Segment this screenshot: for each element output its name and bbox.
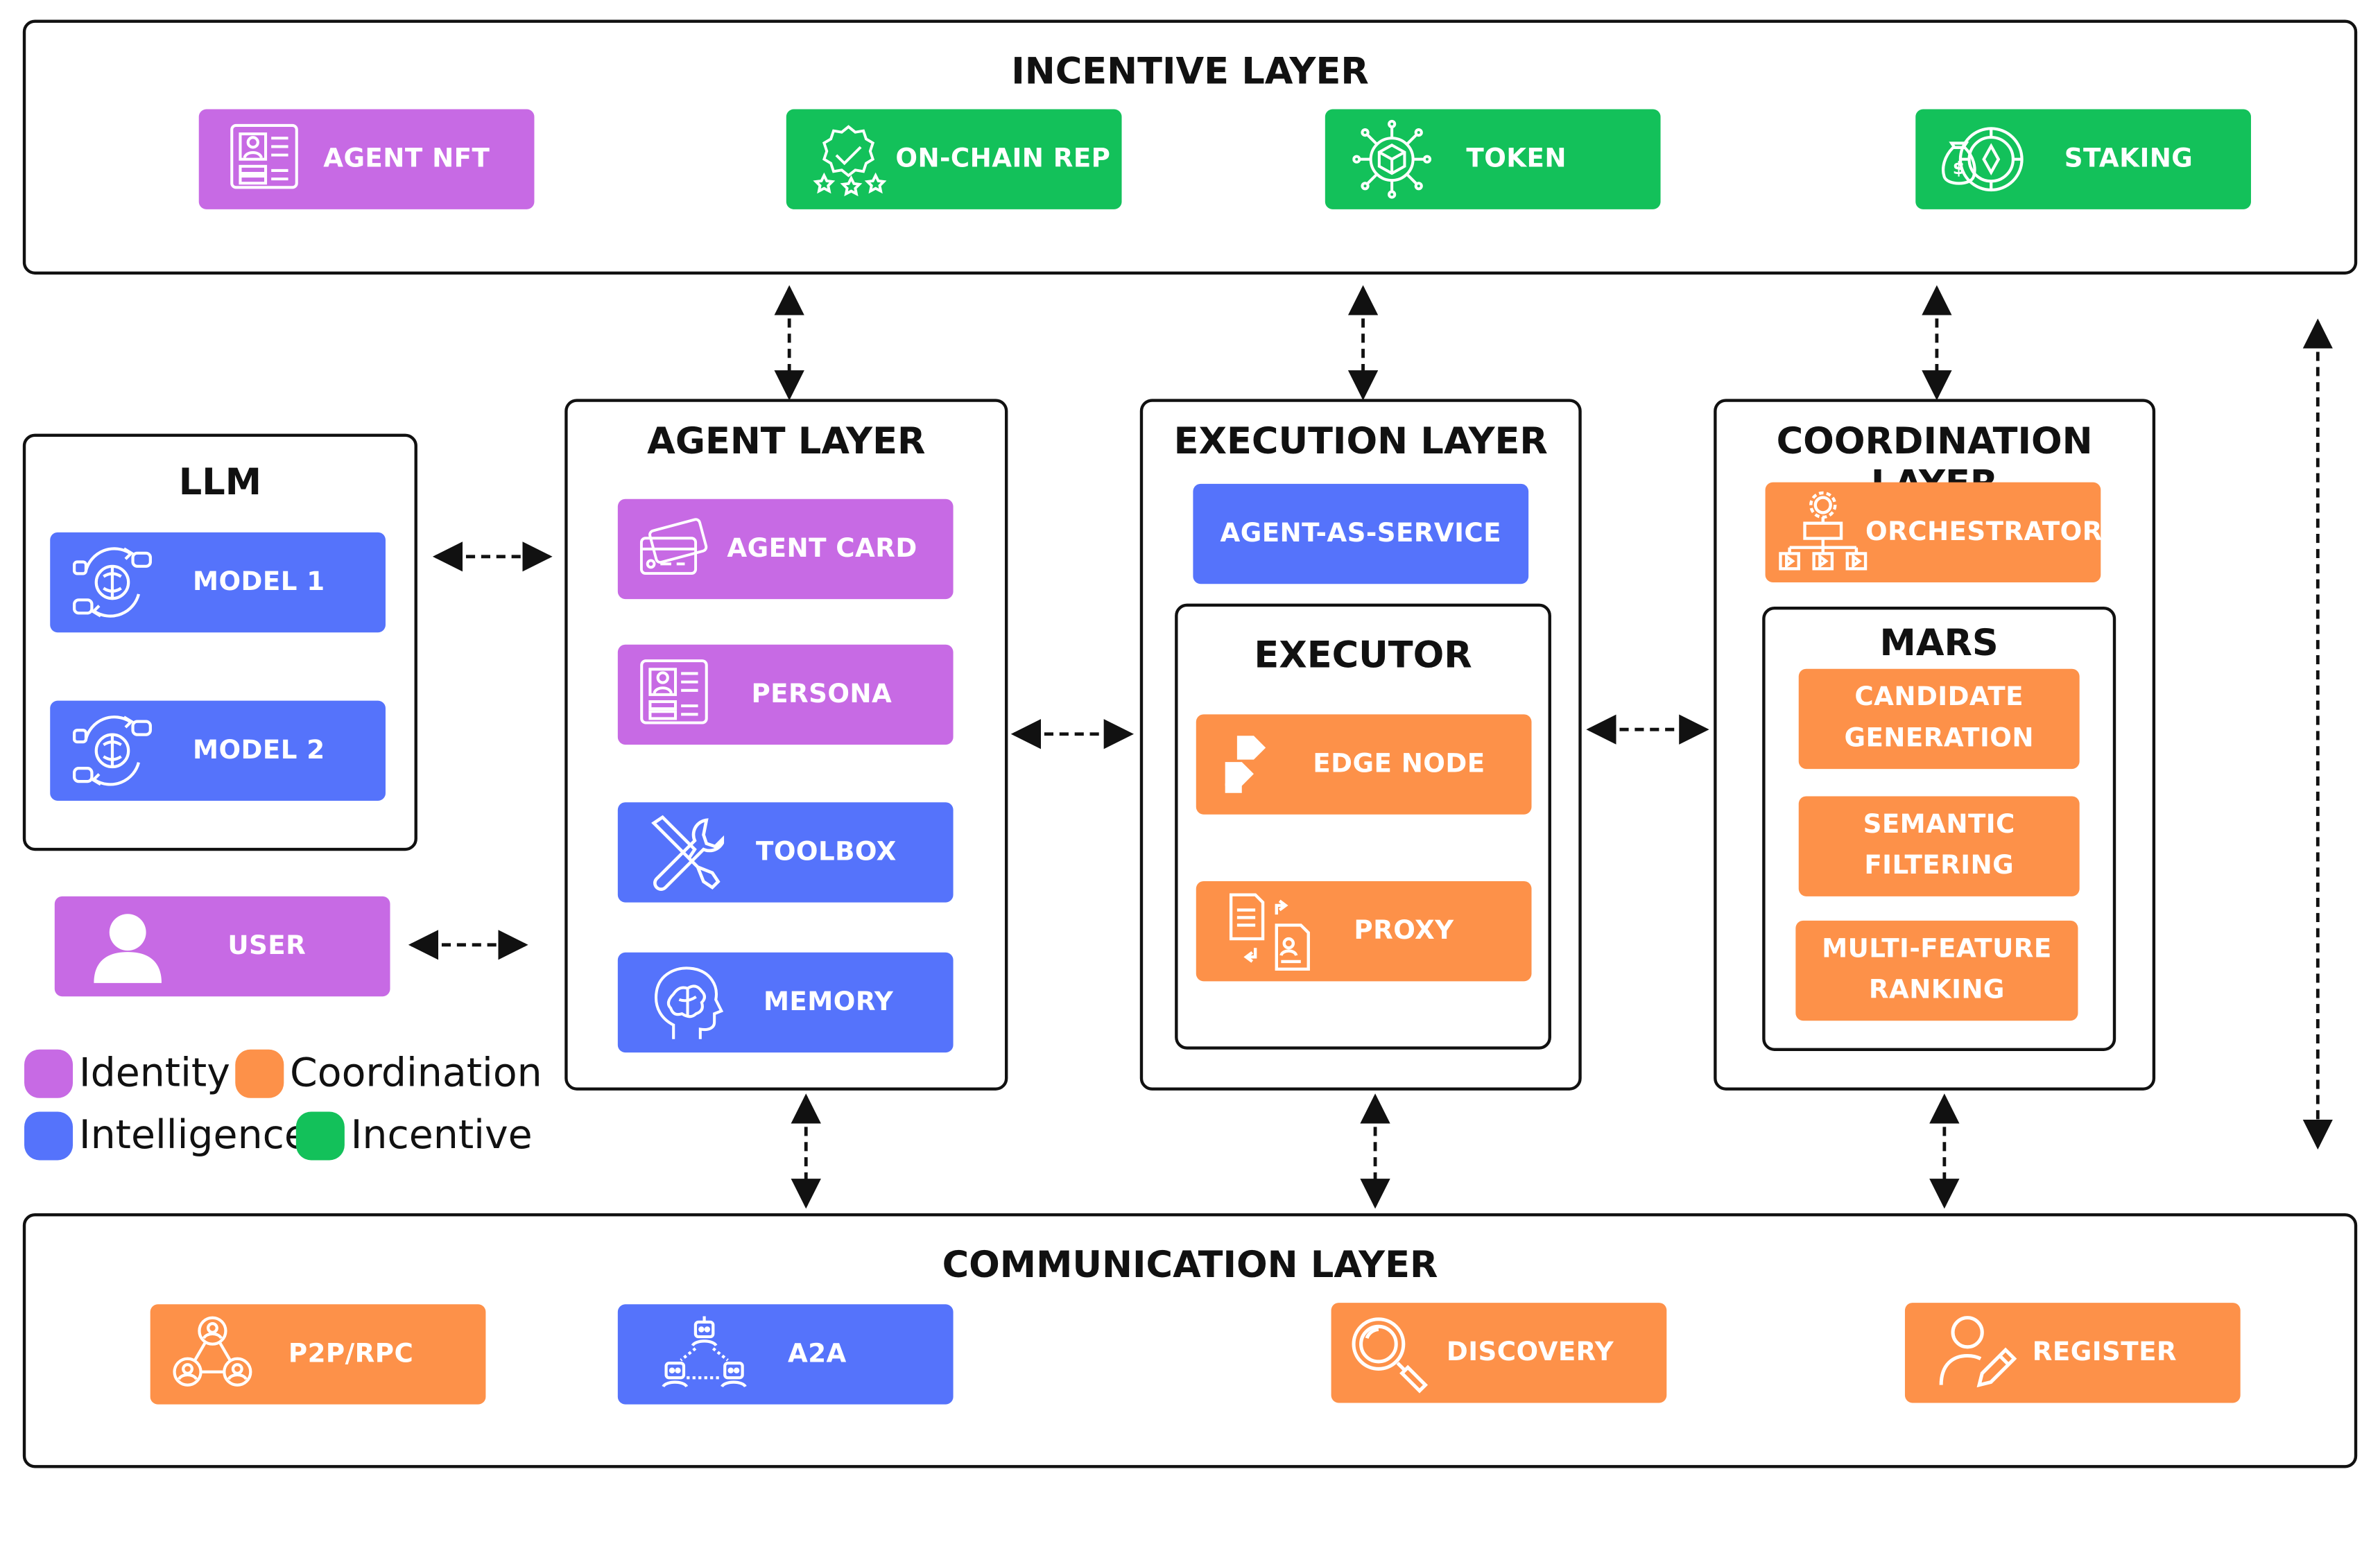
credit-card-icon xyxy=(639,518,708,575)
agent-card-label: AGENT CARD xyxy=(727,534,917,564)
memory-label: MEMORY xyxy=(763,987,894,1018)
document-exchange-icon xyxy=(1229,893,1310,971)
candidate-generation-box[interactable]: CANDIDATE GENERATION xyxy=(1798,668,2080,770)
model-1-box[interactable]: MODEL 1 xyxy=(50,532,386,633)
orchestrator-label: ORCHESTRATOR xyxy=(1865,517,2103,548)
llm-title: LLM xyxy=(178,461,261,504)
user-edit-icon xyxy=(1939,1316,2017,1388)
onchain-rep-label: ON-CHAIN REP xyxy=(895,144,1111,175)
legend-swatch-coordination xyxy=(235,1049,284,1098)
toolbox-box[interactable]: TOOLBOX xyxy=(617,802,954,903)
semantic-filtering-box[interactable]: SEMANTIC FILTERING xyxy=(1798,796,2080,896)
edge-node-icon xyxy=(1225,736,1266,793)
communication-layer-title: COMMUNICATION LAYER xyxy=(942,1243,1438,1286)
semantic-filtering-label-line2: FILTERING xyxy=(1864,851,2015,881)
multi-feature-ranking-box[interactable]: MULTI-FEATURE RANKING xyxy=(1795,920,2078,1021)
agent-nft-box[interactable]: AGENT NFT xyxy=(198,109,535,209)
register-label: REGISTER xyxy=(2032,1337,2178,1369)
proxy-label: PROXY xyxy=(1354,916,1454,946)
legend-swatch-incentive xyxy=(295,1111,345,1161)
legend-coordination: Coordination xyxy=(235,1049,542,1098)
legend-label-coordination: Coordination xyxy=(290,1050,542,1097)
legend-intelligence: Intelligence xyxy=(24,1111,309,1161)
svg-text:$: $ xyxy=(1953,157,1965,178)
multi-feature-ranking-label-line1: MULTI-FEATURE xyxy=(1822,934,2052,965)
user-label: USER xyxy=(227,931,307,962)
executor-panel: EXECUTOR xyxy=(1175,603,1551,1050)
token-box[interactable]: TOKEN xyxy=(1325,109,1661,209)
a2a-label: A2A xyxy=(787,1339,847,1370)
incentive-layer-title: INCENTIVE LAYER xyxy=(1011,50,1369,93)
legend-swatch-identity xyxy=(24,1049,74,1098)
legend-label-incentive: Incentive xyxy=(350,1113,533,1159)
coin-bag-icon: $ xyxy=(1942,127,2024,192)
execution-layer-title: EXECUTION LAYER xyxy=(1173,419,1548,463)
blockchain-cube-icon xyxy=(1352,119,1432,199)
register-box[interactable]: REGISTER xyxy=(1904,1303,2241,1403)
legend-incentive: Incentive xyxy=(295,1111,533,1161)
brain-cycle-icon xyxy=(72,715,152,786)
mars-title: MARS xyxy=(1879,621,1999,665)
network-users-icon xyxy=(173,1316,252,1387)
user-icon xyxy=(94,914,162,983)
agent-as-service-label: AGENT-AS-SERVICE xyxy=(1220,519,1502,549)
edge-node-label: EDGE NODE xyxy=(1313,749,1485,780)
model-2-box[interactable]: MODEL 2 xyxy=(50,700,386,801)
semantic-filtering-label-line1: SEMANTIC xyxy=(1863,810,2015,840)
model-1-label: MODEL 1 xyxy=(192,567,325,598)
persona-box[interactable]: PERSONA xyxy=(617,644,954,745)
legend-label-identity: Identity xyxy=(78,1050,230,1097)
agent-card-box[interactable]: AGENT CARD xyxy=(617,498,954,600)
id-card-icon xyxy=(230,123,298,189)
legend-swatch-intelligence xyxy=(24,1111,74,1161)
brain-head-icon xyxy=(654,966,724,1039)
staking-label: STAKING xyxy=(2064,144,2193,175)
brain-cycle-icon xyxy=(72,547,152,618)
memory-box[interactable]: MEMORY xyxy=(617,952,954,1053)
proxy-box[interactable]: PROXY xyxy=(1196,880,1532,982)
search-icon xyxy=(1352,1317,1429,1394)
p2p-rpc-label: P2P/RPC xyxy=(288,1339,414,1370)
staking-box[interactable]: $ STAKING xyxy=(1915,109,2251,209)
agent-nft-label: AGENT NFT xyxy=(323,144,490,175)
candidate-generation-label-line2: GENERATION xyxy=(1844,723,2034,754)
multi-feature-ranking-label-line2: RANKING xyxy=(1868,975,2005,1006)
token-label: TOKEN xyxy=(1466,144,1567,175)
toolbox-label: TOOLBOX xyxy=(756,837,897,868)
orchestrator-box[interactable]: ORCHESTRATOR xyxy=(1765,482,2103,582)
onchain-rep-box[interactable]: ON-CHAIN REP xyxy=(786,109,1122,209)
a2a-box[interactable]: A2A xyxy=(617,1304,954,1405)
executor-title: EXECUTOR xyxy=(1254,634,1472,677)
robots-network-icon xyxy=(662,1316,747,1388)
discovery-box[interactable]: DISCOVERY xyxy=(1331,1303,1667,1403)
agent-as-service-box[interactable]: AGENT-AS-SERVICE xyxy=(1193,483,1529,584)
candidate-generation-label-line1: CANDIDATE xyxy=(1854,682,2024,713)
legend-identity: Identity xyxy=(24,1049,230,1098)
user-box[interactable]: USER xyxy=(54,896,390,997)
model-2-label: MODEL 2 xyxy=(192,735,325,766)
id-card-icon xyxy=(640,659,708,725)
p2p-rpc-box[interactable]: P2P/RPC xyxy=(150,1304,486,1405)
persona-label: PERSONA xyxy=(751,679,892,710)
verified-stars-icon xyxy=(813,125,887,197)
workflow-icon xyxy=(1779,491,1868,571)
discovery-label: DISCOVERY xyxy=(1446,1337,1614,1369)
agent-layer-title: AGENT LAYER xyxy=(647,419,926,463)
tools-icon xyxy=(651,815,725,891)
edge-node-box[interactable]: EDGE NODE xyxy=(1196,714,1532,815)
legend-label-intelligence: Intelligence xyxy=(78,1113,309,1159)
